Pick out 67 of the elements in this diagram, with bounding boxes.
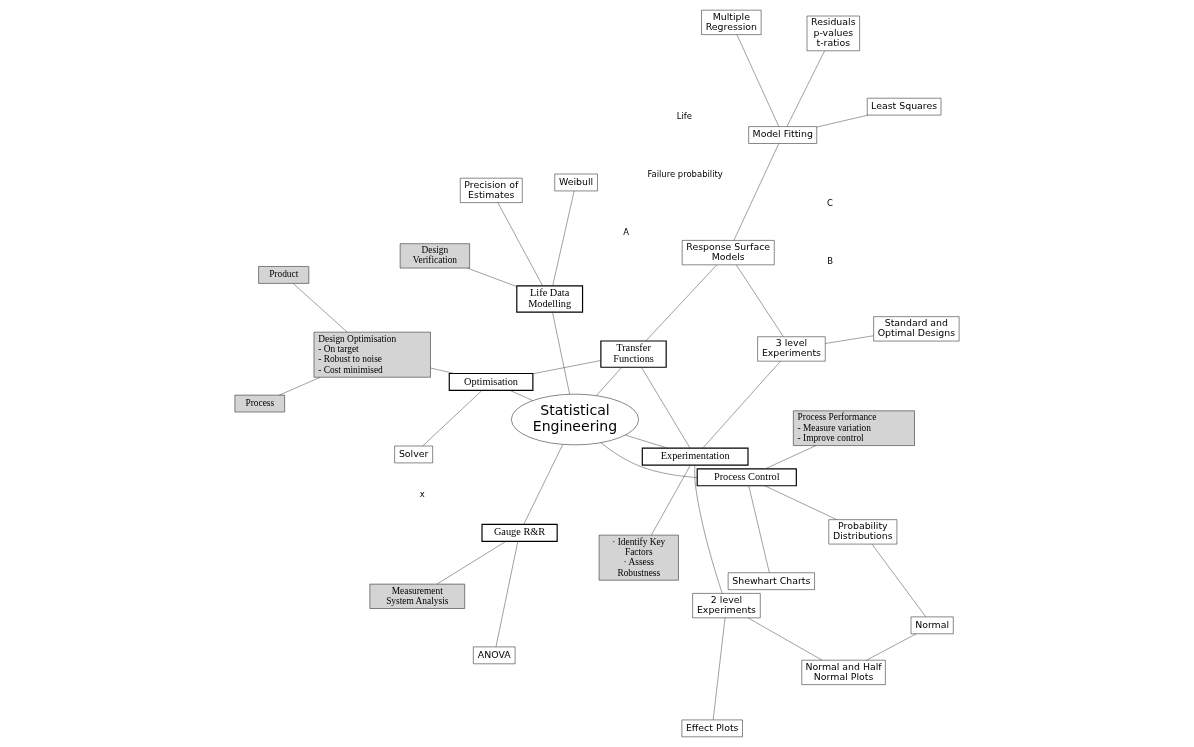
connector (764, 485, 838, 520)
connector (786, 50, 825, 127)
node-box: Process (234, 394, 285, 413)
node-box: Design Verification (399, 243, 470, 269)
connector (509, 390, 533, 401)
node-ellipse: Statistical Engineering (511, 393, 639, 446)
label: Life (676, 110, 693, 121)
connector (596, 367, 622, 396)
node-box: ANOVA (473, 646, 516, 665)
label: B (827, 256, 833, 267)
connector (816, 114, 869, 128)
connector (625, 434, 668, 449)
connector (552, 312, 570, 395)
node-box: Least Squares (867, 97, 942, 116)
node-box: 2 level Experiments (692, 593, 761, 619)
connector (497, 202, 543, 286)
node-box: Life Data Modelling (516, 285, 584, 313)
node-box: Residuals p-values t-ratios (806, 15, 860, 52)
connector (422, 390, 483, 447)
connector (871, 543, 927, 618)
node-box: Gauge R&R (481, 523, 558, 542)
connector (532, 360, 602, 374)
connector (651, 465, 691, 536)
node-box: Model Fitting (748, 126, 817, 144)
node-box: Precision of Estimates (460, 177, 523, 203)
connector (641, 367, 691, 449)
node-box: Multiple Regression (701, 9, 762, 35)
node-box: Response Surface Models (681, 240, 775, 266)
connector (733, 143, 779, 241)
label: x (419, 489, 425, 500)
connector (523, 444, 563, 525)
node-box: · Identify Key Factors · Assess Robustness (598, 534, 679, 581)
node-box: Effect Plots (681, 719, 743, 738)
connector (467, 267, 518, 287)
node-box: Optimisation (448, 372, 534, 391)
node-box: Design Optimisation - On target - Robust to noise - Cost minimised (313, 331, 431, 378)
label: Failure probability (647, 169, 723, 180)
node-box: Transfer Functions (600, 340, 667, 368)
connector (279, 377, 321, 396)
node-box: Standard and Optimal Designs (873, 316, 960, 342)
node-box: Weibull (554, 173, 598, 192)
connector (430, 367, 455, 374)
node-box: Product (258, 266, 310, 284)
connector (736, 34, 780, 127)
connector (600, 442, 698, 478)
connector (694, 464, 723, 594)
node-box: Solver (394, 445, 433, 464)
connector (436, 541, 507, 585)
connector (552, 190, 575, 286)
connector (825, 335, 874, 344)
node-box: Shewhart Charts (727, 572, 815, 590)
connector (645, 264, 717, 342)
node-box: Normal (910, 616, 954, 635)
node-box: Normal and Half Normal Plots (801, 660, 886, 685)
connector (292, 283, 348, 333)
node-box: Probability Distributions (828, 519, 898, 545)
connector (748, 485, 770, 573)
node-box: Process Control (696, 468, 797, 487)
node-box: Experimentation (641, 447, 749, 466)
label: A (623, 227, 630, 238)
connector (765, 445, 817, 470)
node-box: 3 level Experiments (757, 336, 826, 362)
connector (702, 360, 781, 449)
node-box: Measurement System Analysis (369, 583, 465, 609)
label: C (827, 198, 833, 209)
node-box: Process Performance - Measure variation - Improve control (793, 410, 915, 446)
connector (495, 541, 519, 647)
